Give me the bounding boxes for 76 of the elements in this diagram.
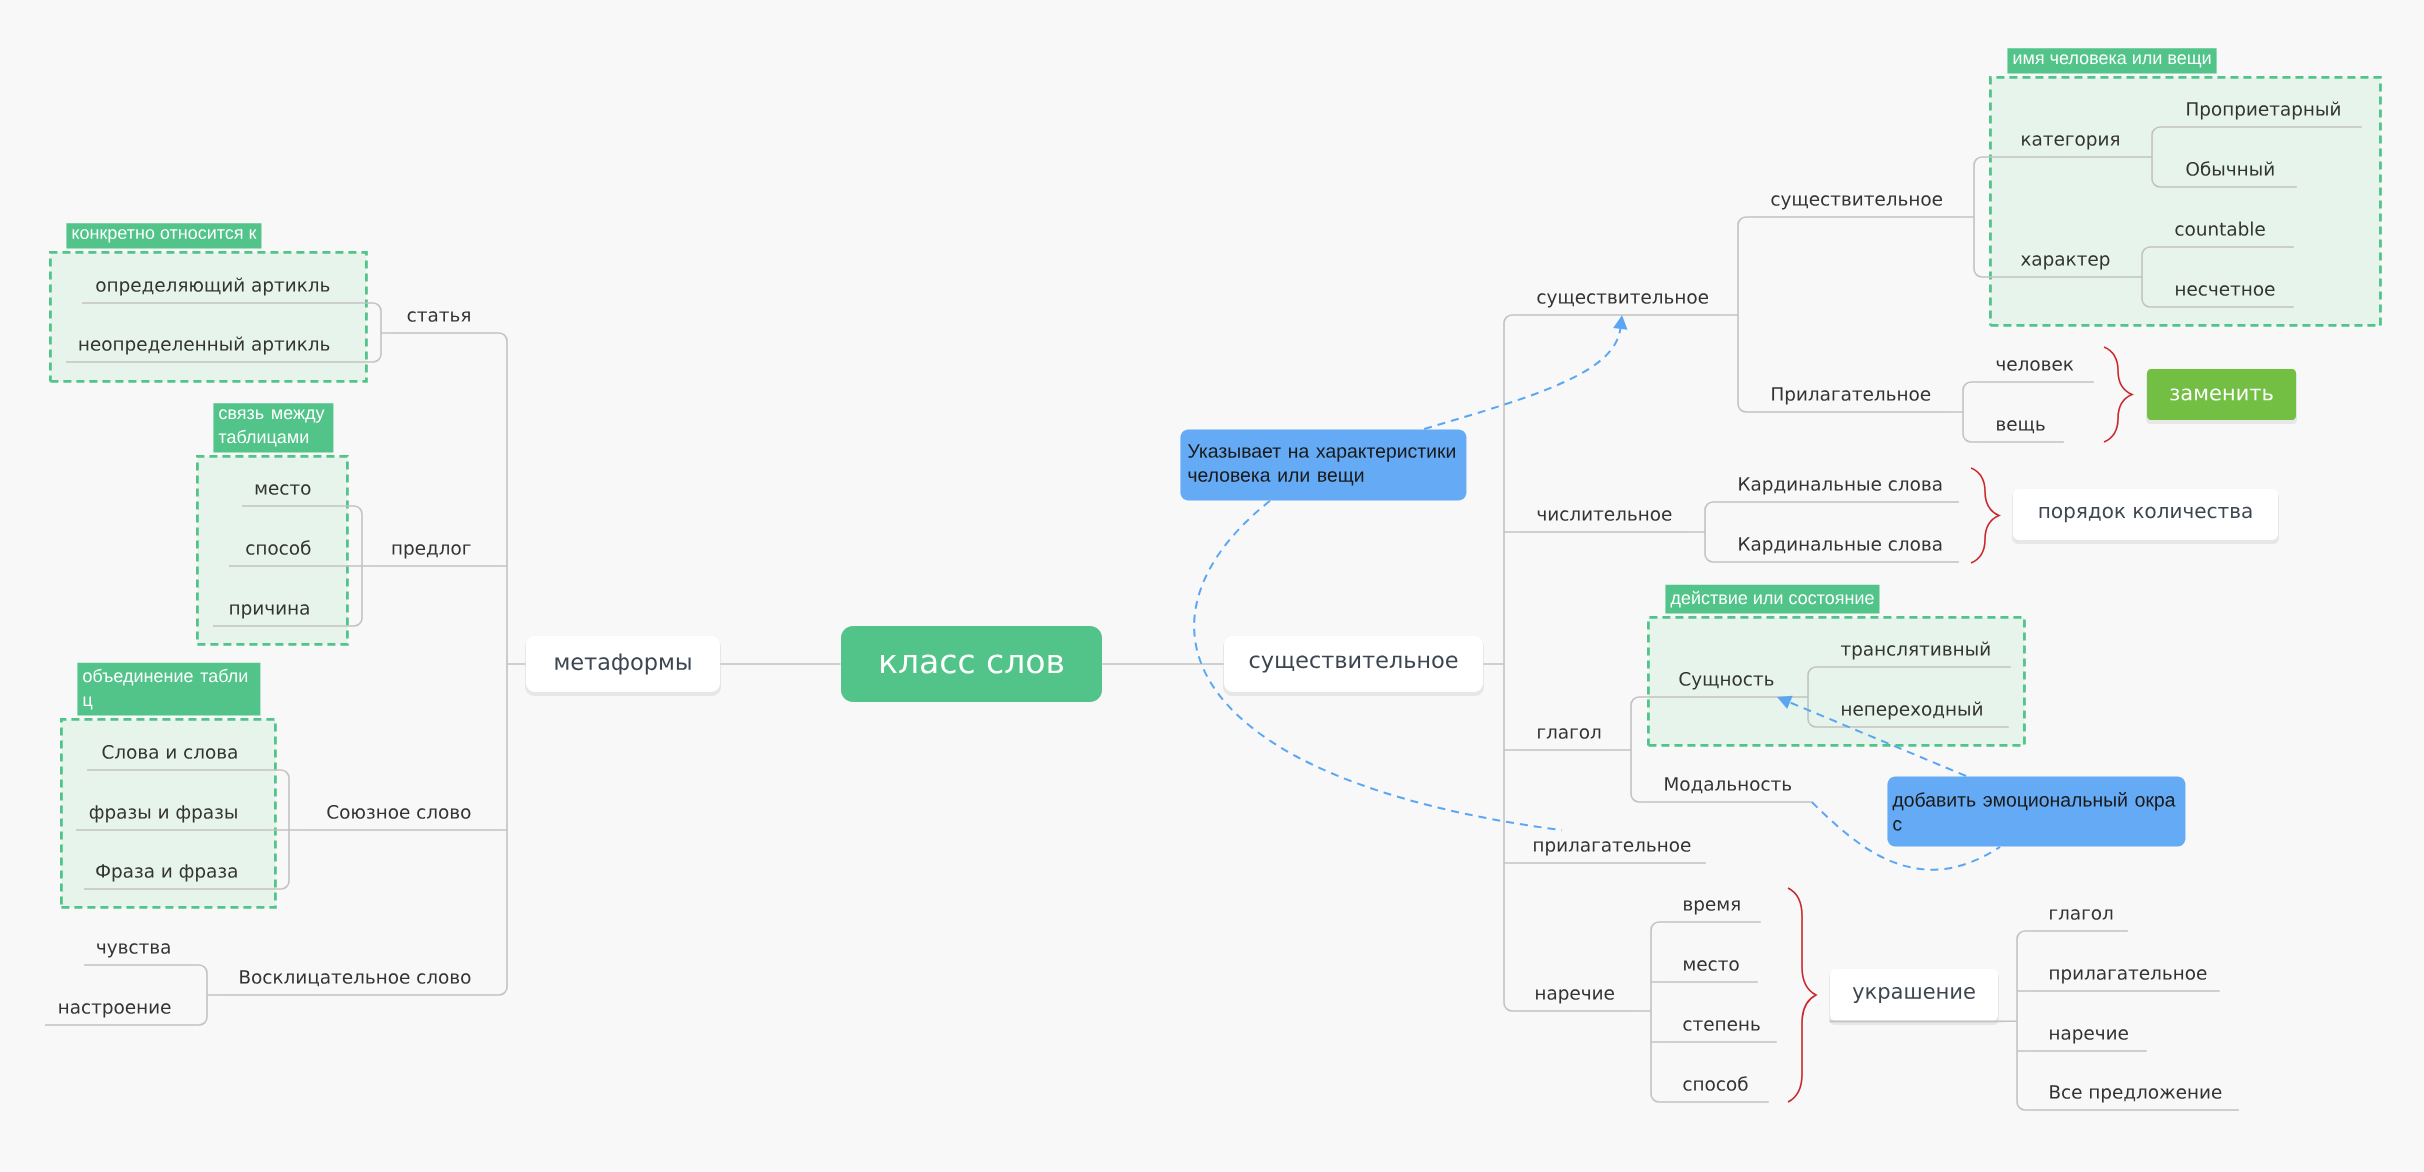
topic-label: наречие [1517,989,1639,1012]
topic-label: настроение [44,1003,197,1026]
connector-line [1722,216,1753,413]
tag-label: действие или состояние [1665,584,1880,614]
connector-line [497,332,527,996]
topic-label: числительное [1517,510,1692,533]
topic-label: статья [391,311,499,334]
topic-label: категория [1995,135,2138,158]
tag-label: объединение табли ц [77,662,261,716]
connector-line [268,769,301,890]
topic-label: Кардинальные слова [1718,477,1960,503]
connector-line [1950,381,1978,443]
topic-label: место [1664,960,1759,983]
tag-label: конкретно относится к [66,223,262,249]
tag-label: имя человека или вещи [2007,48,2217,74]
topic-label: человек [1976,360,2095,383]
connector-line [195,964,221,1026]
topic-label: Обычный [2165,161,2298,188]
topic-box: украшение [1828,969,2000,1025]
topic-label: глагол [2030,909,2129,932]
connector-line [1960,156,1997,278]
topic-label: транслятивный [1821,641,2012,668]
topic-label: определяющий артикль [81,277,360,304]
topic-label: чувства [83,943,197,966]
connector-line [2126,246,2157,308]
topic-label: несчетное [2155,285,2295,308]
topic-label: Кардинальные слова [1718,537,1960,563]
topic-label: countable [2155,221,2295,248]
topic-label: Сущность [1653,671,1796,698]
connector-line [340,505,375,627]
topic-label: вещь [1976,420,2065,443]
topic-label: неопределенный артикль [65,336,360,363]
topic-label: прилагательное [1517,841,1707,864]
topic-box: заменить [2146,369,2298,424]
topic-label: предлог [373,544,499,567]
note-box: Указывает на характеристики человека или вещи [1180,429,1467,501]
connector-line [1482,314,1519,1012]
topic-label: Проприетарный [2165,101,2363,128]
topic-label: способ [1664,1076,1770,1103]
connector-line [719,663,842,665]
topic-label: наречие [2030,1029,2148,1052]
topic-label: Все предложение [2030,1085,2240,1111]
note-box: добавить эмоциональный окра с [1887,776,2186,847]
topic-label: причина [212,604,342,627]
topic-label: прилагательное [2030,969,2221,992]
connector-line [1690,501,1720,563]
tag-label: связь между таблицами [213,403,334,453]
dashed-line [1810,801,2002,871]
topic-label: непереходный [1821,701,2010,728]
connector-line [1101,663,1225,665]
central-topic-box: класс слов [841,626,1102,702]
topic-label: место [241,484,342,507]
topic-box: существительное [1223,636,1484,696]
topic-label: Прилагательное [1751,387,1952,413]
topic-label: Фраза и фраза [83,864,270,890]
dashed-line [1193,499,1564,832]
connector-line [1997,930,2032,1111]
topic-label: Модальность [1644,777,1813,803]
topic-label: время [1664,900,1762,923]
topic-label: Слова и слова [86,744,270,771]
topic-label: степень [1664,1020,1778,1043]
connector-line [1794,666,1823,728]
topic-box: метаформы [525,636,721,696]
connector-line [358,302,393,363]
topic-label: характер [1995,255,2128,278]
topic-label: существительное [1751,195,1962,218]
topic-box: порядок количества [2012,489,2280,544]
topic-label: существительное [1517,293,1724,316]
connector-line [2136,126,2167,188]
topic-label: Союзное слово [299,804,499,831]
topic-label: фразы и фразы [75,805,270,831]
connector-line [1615,696,1655,803]
topic-label: способ [228,540,342,567]
topic-label: глагол [1517,728,1617,751]
connector-line [1637,921,1666,1103]
topic-label: Восклицательное слово [219,970,499,996]
